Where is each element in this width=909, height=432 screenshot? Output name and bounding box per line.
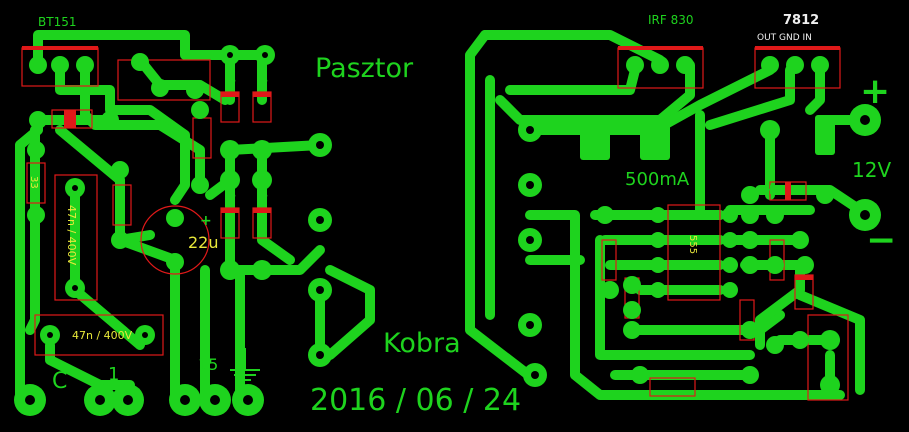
power-minus-pad — [849, 199, 881, 231]
irf830-pins — [626, 56, 694, 74]
label-conn-1: 1 — [108, 364, 119, 385]
svg-text:+: + — [225, 188, 237, 204]
polarity-marks: + + + + + + + — [200, 73, 810, 272]
ground-icon — [230, 348, 260, 381]
conn-c-pad — [14, 384, 46, 416]
ic555-pins — [650, 207, 738, 298]
label-12v: 12V — [852, 158, 891, 182]
label-bt151: BT151 — [38, 15, 76, 29]
label-pasztor: Pasztor — [315, 53, 414, 84]
label-555: 555 — [687, 235, 698, 254]
labels: BT151 IRF 830 7812 OUT GND IN Pasztor Ko… — [28, 13, 896, 418]
silkscreen — [21, 46, 849, 401]
conn-1-pad — [84, 384, 144, 416]
svg-text:+: + — [257, 73, 269, 89]
label-47n-horiz: 47n / 400V — [72, 329, 133, 342]
svg-text:+: + — [765, 182, 777, 198]
svg-text:+: + — [225, 73, 237, 89]
label-plus: + — [860, 71, 890, 112]
label-7812-pins: OUT GND IN — [757, 33, 812, 43]
svg-text:+: + — [798, 256, 810, 272]
label-date: 2016 / 06 / 24 — [310, 383, 521, 418]
label-conn-c: C — [52, 369, 67, 394]
label-kobra: Kobra — [383, 328, 461, 359]
label-minus: − — [866, 220, 896, 261]
label-conn-15: 15 — [198, 355, 218, 374]
svg-text:+: + — [257, 188, 269, 204]
power-plus-pad — [849, 104, 881, 136]
right-traces — [465, 30, 875, 400]
label-47n-vert: 47n / 400V — [65, 205, 78, 266]
svg-text:+: + — [200, 213, 212, 229]
label-irf830: IRF 830 — [648, 13, 694, 27]
label-22u: 22u — [188, 233, 219, 252]
conn-15-pad — [169, 384, 264, 416]
bt151-pins — [29, 56, 94, 74]
label-7812: 7812 — [783, 13, 819, 28]
label-33: 33 — [28, 176, 39, 189]
label-fuse: 500mA — [625, 169, 690, 190]
pads — [14, 45, 881, 416]
7812-pins — [761, 56, 829, 74]
